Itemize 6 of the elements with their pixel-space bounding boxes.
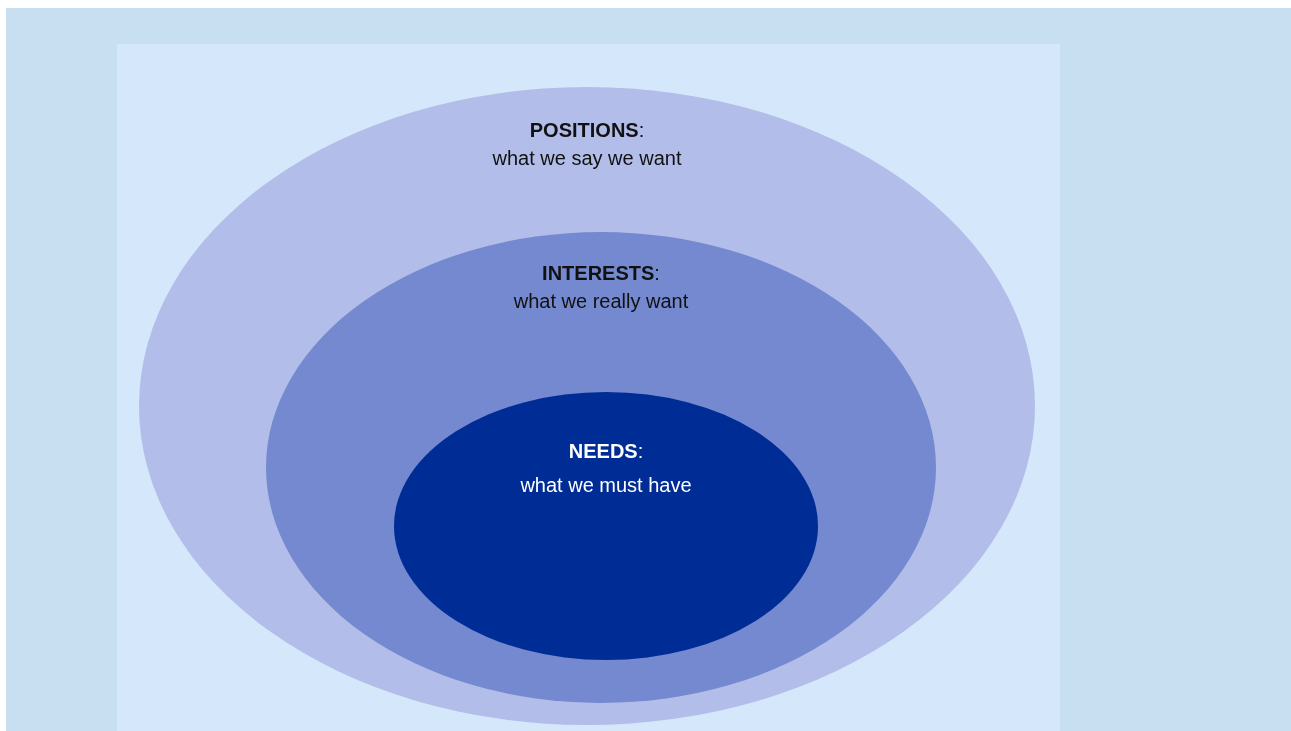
heading-text: NEEDS: — [568, 439, 644, 464]
description-text: what we say we want — [492, 146, 682, 171]
description-text: what we must have — [520, 473, 692, 498]
heading-text: POSITIONS: — [529, 118, 645, 143]
description-text: what we really want — [513, 289, 689, 314]
heading-text: INTERESTS: — [542, 261, 660, 286]
